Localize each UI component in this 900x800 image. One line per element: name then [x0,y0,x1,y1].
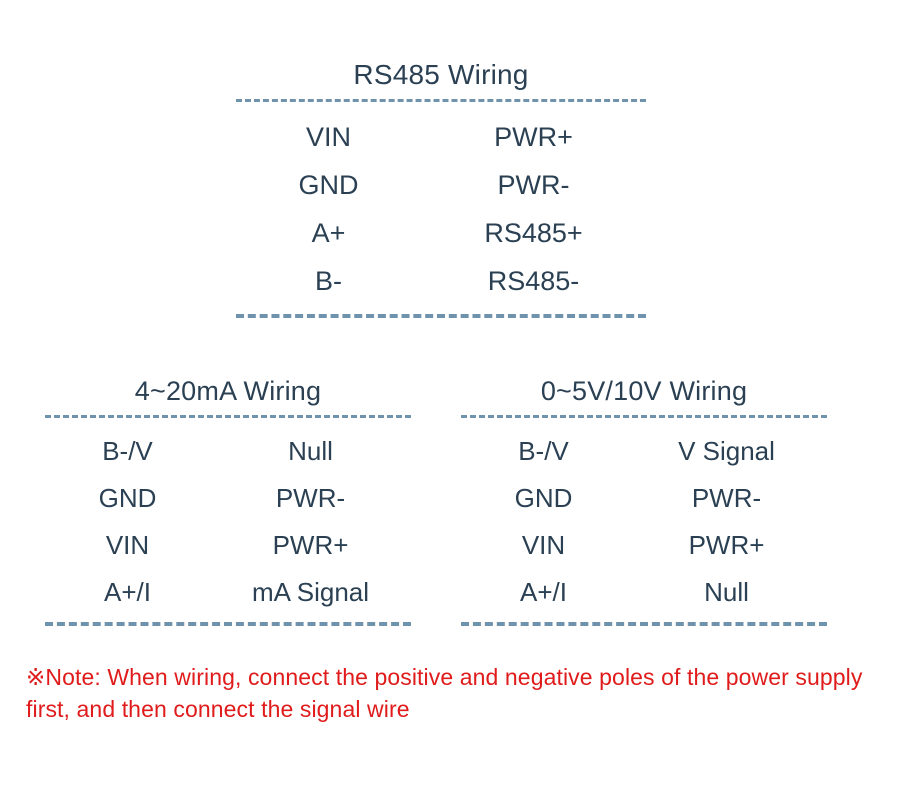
table-row: B- RS485- [236,257,646,305]
table-row: GND PWR- [45,474,411,521]
terminal-label: GND [298,169,359,200]
signal-label: Null [704,576,749,607]
terminal-label: A+/I [520,576,567,607]
signal-label: Null [288,435,333,466]
table-row: A+ RS485+ [236,209,646,257]
signal-label: PWR- [275,482,346,513]
table-row: A+/I Null [461,568,827,615]
voltage-table-title: 0~5V/10V Wiring [540,376,748,406]
table-row: VIN PWR+ [236,113,646,161]
rs485-wiring-table: RS485 Wiring VIN PWR+ GND PWR- A+ RS485+… [236,58,646,318]
table-row: A+/I mA Signal [45,568,411,615]
voltage-table-bottom-rule [461,622,827,626]
current-loop-wiring-table: 4~20mA Wiring B-/V Null GND PWR- VIN PWR… [45,375,411,626]
rs485-table-body: VIN PWR+ GND PWR- A+ RS485+ B- RS485- [236,102,646,314]
signal-label: RS485- [487,265,580,296]
rs485-table-top-rule [236,99,646,102]
terminal-label: GND [98,482,157,513]
signal-label: PWR+ [494,121,573,152]
signal-label: PWR- [691,482,762,513]
table-row: GND PWR- [236,161,646,209]
rs485-table-title: RS485 Wiring [353,59,529,90]
voltage-table-top-rule [461,415,827,418]
table-row: VIN PWR+ [461,521,827,568]
current-loop-table-title: 4~20mA Wiring [134,376,322,406]
table-row: B-/V Null [45,427,411,474]
signal-label: RS485+ [484,217,583,248]
terminal-label: GND [514,482,573,513]
signal-label: mA Signal [251,576,370,607]
terminal-label: VIN [521,529,566,560]
terminal-label: A+/I [104,576,151,607]
rs485-table-bottom-rule [236,314,646,318]
current-loop-table-bottom-rule [45,622,411,626]
signal-label: PWR- [497,169,570,200]
signal-label: PWR+ [688,529,765,560]
voltage-wiring-table: 0~5V/10V Wiring B-/V V Signal GND PWR- V… [461,375,827,626]
table-row: VIN PWR+ [45,521,411,568]
terminal-label: B-/V [518,435,569,466]
table-row: B-/V V Signal [461,427,827,474]
wiring-note-text: ※Note: When wiring, connect the positive… [26,664,863,722]
terminal-label: A+ [311,217,346,248]
voltage-table-body: B-/V V Signal GND PWR- VIN PWR+ A+/I Nul… [461,418,827,622]
signal-label: V Signal [678,435,775,466]
terminal-label: B-/V [102,435,153,466]
terminal-label: VIN [105,529,150,560]
current-loop-table-top-rule [45,415,411,418]
table-row: GND PWR- [461,474,827,521]
current-loop-table-body: B-/V Null GND PWR- VIN PWR+ A+/I mA Sign… [45,418,411,622]
signal-label: PWR+ [272,529,349,560]
terminal-label: VIN [305,121,351,152]
terminal-label: B- [315,265,342,296]
